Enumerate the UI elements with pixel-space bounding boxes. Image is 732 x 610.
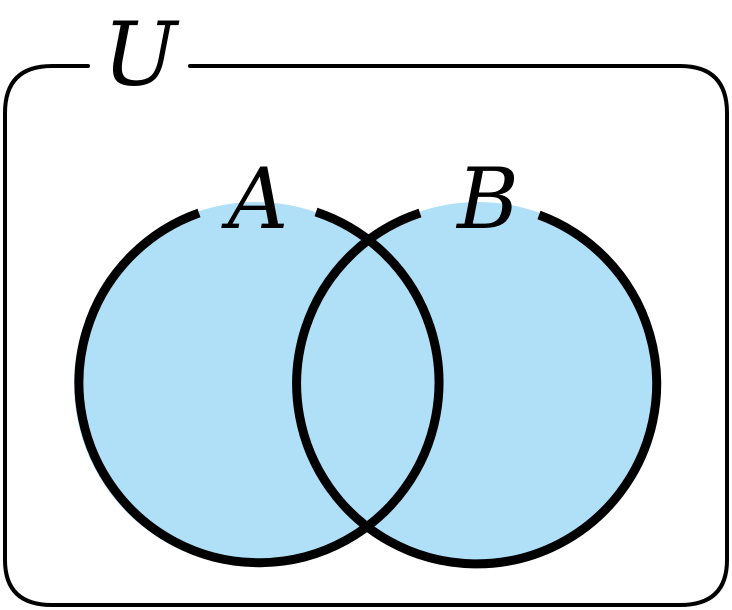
universe-border — [3, 64, 729, 607]
set-a-label: A — [221, 150, 289, 248]
shaded-union — [74, 202, 660, 566]
set-a-outline — [74, 207, 444, 568]
set-b-outline — [292, 208, 662, 569]
universe-label: U — [103, 3, 180, 106]
set-b-fill — [296, 202, 660, 566]
set-b-label: B — [455, 150, 519, 248]
